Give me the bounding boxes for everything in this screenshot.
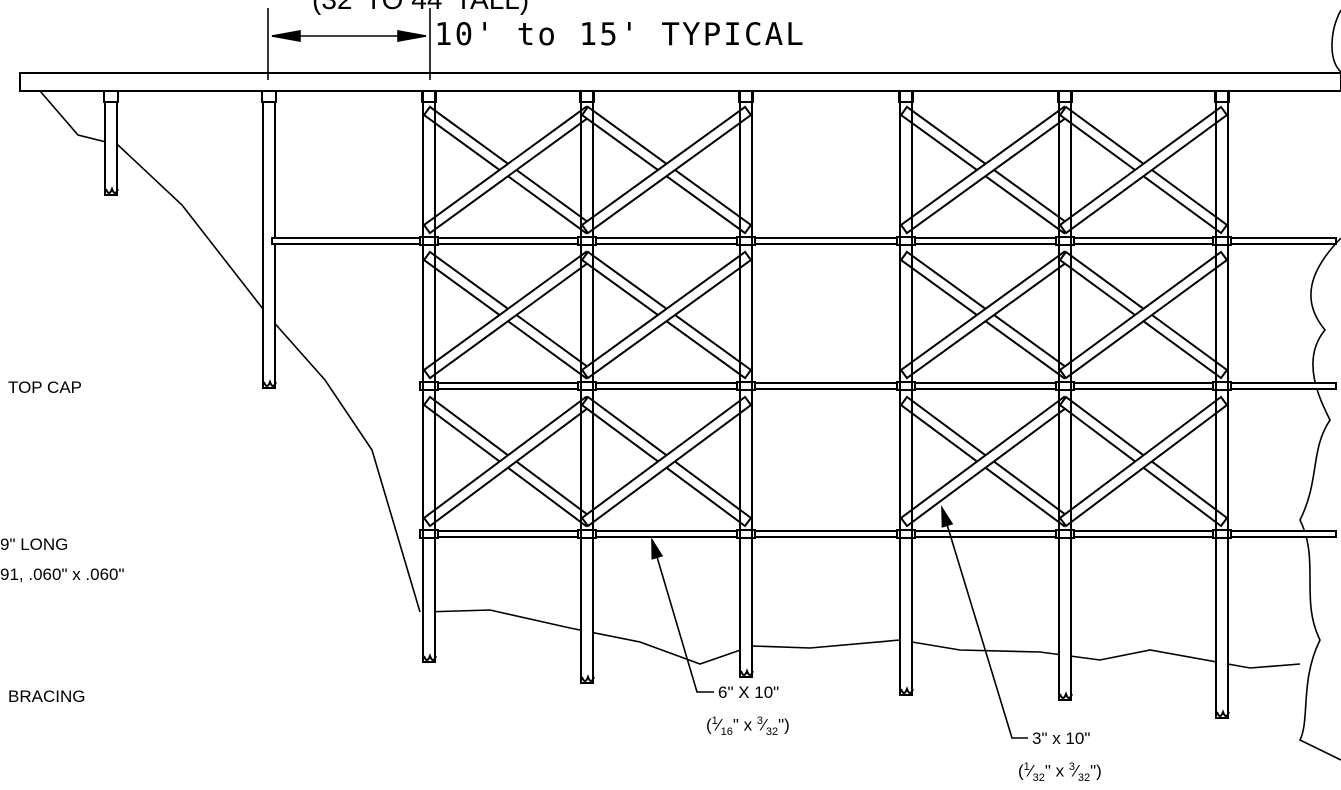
girt-block [896,381,916,391]
post-cap [261,90,277,103]
post-cap [579,90,595,103]
girt-block [419,529,439,539]
post [104,90,118,196]
label-long-size: 91, .060" x .060" [0,565,125,584]
post-outline [739,90,753,678]
post-break [105,186,119,194]
post-outline [1058,90,1072,701]
post-cap [1057,90,1073,103]
girt-block [419,381,439,391]
girt-block [1212,236,1232,246]
girt [271,237,1337,245]
diagonal-brace [899,250,1072,380]
girt [428,530,1337,538]
girt-block [419,236,439,246]
girt-block [577,381,597,391]
label-top-cap: TOP CAP [8,378,83,397]
post-cap [103,90,119,103]
girt-block [1055,381,1075,391]
girt-block [1055,529,1075,539]
girt-arrowhead [651,537,664,560]
girt-block [896,236,916,246]
height-note: (32' TO 44' TALL) [312,0,529,14]
label-long: 9" LONG [0,535,69,554]
girt [428,382,1337,390]
diagonal-brace [899,105,1072,235]
post [899,90,913,696]
girt-block [1212,381,1232,391]
brace-arrowhead [941,505,954,528]
girt-block [736,236,756,246]
brace-scale-label: (1⁄32" x 3⁄32") [1018,761,1102,785]
girt-block [896,529,916,539]
span-label: 10' to 15' TYPICAL [434,17,806,53]
girt-block [736,529,756,539]
terrain-right [1298,9,1341,761]
deck-beam [19,72,1341,92]
diagonal-brace [422,105,594,235]
girt-scale-label: (1⁄16" x 3⁄32") [706,715,790,739]
girt-block [1055,236,1075,246]
ground-line [423,609,1301,669]
diagonal-brace [580,105,753,235]
post-cap [421,90,437,103]
post-cap [738,90,754,103]
girt-leader [651,539,714,693]
diagonal-brace [580,395,753,528]
diagonal-brace [899,395,1072,528]
diagonal-brace [580,250,753,380]
post [1058,90,1072,701]
diagonal-brace [422,395,594,528]
post-outline [899,90,913,696]
dimension-line [267,8,431,80]
diagonal-brace [1058,250,1229,380]
post-cap [1214,90,1230,103]
girt-block [577,236,597,246]
girt-block [577,529,597,539]
post-outline [422,90,436,663]
girt-size-label: 6" X 10" [718,683,780,702]
terrain-left [39,90,421,613]
girt-block [736,381,756,391]
post-break [263,379,277,387]
diagonal-brace [1058,105,1229,235]
post-outline [1215,90,1229,719]
post-outline [580,90,594,684]
diagonal-brace [422,250,594,380]
brace-leader [941,507,1028,739]
brace-size-label: 3" x 10" [1032,729,1091,748]
label-bracing: BRACING [8,687,86,706]
girt-block [1212,529,1232,539]
diagonal-brace [1058,395,1229,528]
post-cap [898,90,914,103]
